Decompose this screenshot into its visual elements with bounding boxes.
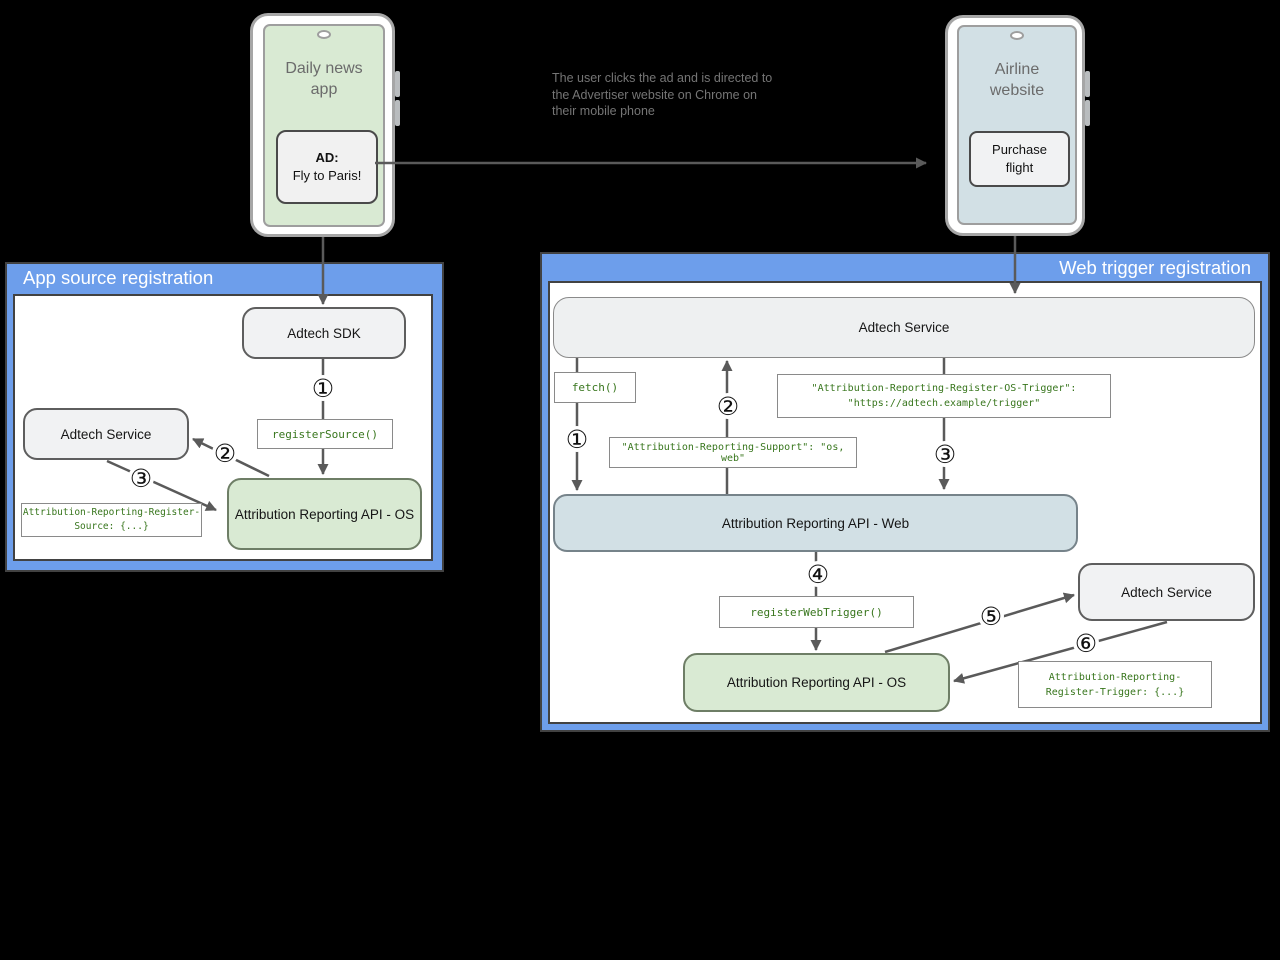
attribution-api-os-right-node: Attribution Reporting API - OS (683, 653, 950, 712)
arrow-adtech-service-to-api-os-right (953, 620, 1168, 684)
phone-camera-icon (317, 30, 331, 39)
phone-side-button (1085, 100, 1090, 126)
daily-news-app-title: Daily news app (285, 60, 363, 98)
airline-website-title: Airline website (989, 61, 1045, 99)
phone-airline-website: Airline website Purchase flight (945, 15, 1090, 236)
register-os-trigger-header: "Attribution-Reporting-Register-OS-Trigg… (777, 374, 1111, 418)
ad-label: AD: (315, 150, 339, 165)
adtech-sdk-node: Adtech SDK (242, 307, 406, 359)
fetch-call: fetch() (554, 372, 636, 403)
adtech-service-top-node: Adtech Service (553, 297, 1255, 358)
register-source-call: registerSource() (257, 419, 393, 449)
web-trigger-registration-title: Web trigger registration (1059, 257, 1251, 278)
phone-side-button (1085, 71, 1090, 97)
user-click-annotation: The user clicks the ad and is directed t… (552, 71, 773, 118)
adtech-service-right-node: Adtech Service (1078, 563, 1255, 621)
step-3-right: ③ (932, 439, 958, 469)
attribution-api-os-left-node: Attribution Reporting API - OS (227, 478, 422, 550)
attribution-api-web-node: Attribution Reporting API - Web (553, 494, 1078, 552)
register-source-header: Attribution-Reporting-Register- Source: … (21, 503, 202, 537)
step-1-left: ① (310, 373, 336, 403)
step-4-right: ④ (805, 559, 831, 589)
step-2-left: ② (212, 438, 238, 468)
phone-side-button (395, 100, 400, 126)
purchase-flight-button[interactable]: Purchase flight (969, 131, 1070, 187)
phone-daily-news-app: Daily news app AD: Fly to Paris! (250, 13, 400, 237)
step-1-right: ① (564, 424, 590, 454)
register-trigger-header: Attribution-Reporting- Register-Trigger:… (1018, 661, 1212, 708)
phone-side-button (395, 71, 400, 97)
step-6-right: ⑥ (1073, 628, 1099, 658)
attribution-reporting-support-header: "Attribution-Reporting-Support": "os, we… (609, 437, 857, 468)
ad-box[interactable]: AD: Fly to Paris! (276, 130, 378, 204)
arrow-adtech-service-to-api-os (106, 459, 217, 512)
step-3-left: ③ (128, 463, 154, 493)
step-5-right: ⑤ (978, 601, 1004, 631)
step-2-right: ② (715, 391, 741, 421)
ad-text: Fly to Paris! (292, 168, 362, 183)
app-source-registration-title: App source registration (23, 267, 214, 288)
phone-screen-daily-news: Daily news app AD: Fly to Paris! (263, 24, 385, 227)
phone-camera-icon (1010, 31, 1024, 40)
adtech-service-left-node: Adtech Service (23, 408, 189, 460)
register-web-trigger-call: registerWebTrigger() (719, 596, 914, 628)
phone-screen-airline: Airline website Purchase flight (957, 25, 1077, 225)
